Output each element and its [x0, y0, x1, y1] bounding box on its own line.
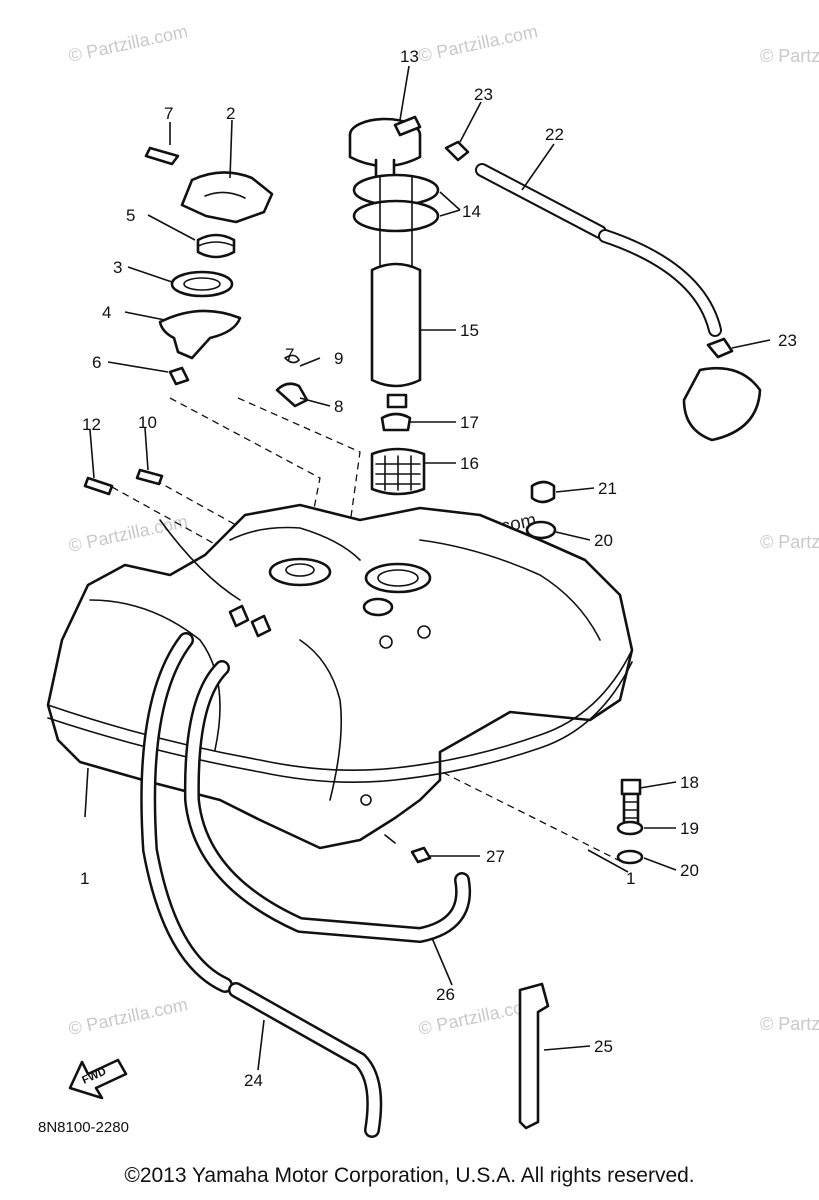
callout-15: 15 [460, 321, 479, 340]
callout-10: 10 [138, 413, 157, 432]
callout-3: 3 [113, 258, 122, 277]
watermark: © Partzilla.com [760, 532, 819, 552]
callout-4: 4 [102, 303, 111, 322]
drawing-code: 8N8100-2280 [38, 1119, 129, 1136]
callout-7b: 7 [285, 345, 294, 364]
hose-parts [140, 140, 762, 1138]
callout-numbers: 7 2 5 3 4 6 12 10 1 1 13 23 22 14 23 15 … [80, 47, 797, 1090]
callout-25: 25 [594, 1037, 613, 1056]
watermark: © Partzilla.com [760, 1014, 819, 1034]
part-2-cap [180, 171, 274, 224]
fuel-cap-assembly [144, 146, 274, 386]
part-23-clamp-bottom [706, 337, 734, 359]
part-25-strap [518, 982, 550, 1130]
watermark: © Partzilla.com [760, 46, 819, 66]
callout-18: 18 [680, 773, 699, 792]
part-19-washer [616, 820, 644, 836]
callout-21: 21 [598, 479, 617, 498]
part-18-bolt-head [620, 778, 642, 796]
part-12-bolt [83, 476, 114, 496]
fwd-arrow: FWD [68, 1058, 128, 1100]
callout-8: 8 [334, 397, 343, 416]
callout-20: 20 [594, 531, 613, 550]
callout-23: 23 [474, 85, 493, 104]
copyright-notice: ©2013 Yamaha Motor Corporation, U.S.A. A… [124, 1164, 695, 1187]
part-4-holder [158, 309, 242, 360]
callout-17: 17 [460, 413, 479, 432]
callout-24: 24 [244, 1071, 263, 1090]
callout-9: 9 [334, 349, 343, 368]
part-5-spring [196, 233, 236, 259]
callout-1: 1 [80, 869, 89, 888]
callout-16: 16 [460, 454, 479, 473]
part-6-clip [168, 366, 190, 386]
watermark: © Partzilla.com [67, 994, 190, 1039]
callout-20b: 20 [680, 861, 699, 880]
callout-19: 19 [680, 819, 699, 838]
part-7-key [144, 146, 180, 166]
part-3-gasket [170, 270, 234, 298]
fuel-tank [46, 503, 634, 850]
callout-1b: 1 [626, 869, 635, 888]
callout-22: 22 [545, 125, 564, 144]
part-20-top [525, 520, 557, 540]
fuel-pump-assembly [275, 115, 440, 496]
fastener-parts [83, 468, 644, 865]
part-10-bolt [135, 468, 164, 486]
callout-6: 6 [92, 353, 101, 372]
part-20-bottom [616, 849, 644, 865]
callout-14: 14 [462, 202, 481, 221]
callout-7: 7 [164, 104, 173, 123]
callout-23b: 23 [778, 331, 797, 350]
callout-27: 27 [486, 847, 505, 866]
watermark: © Partzilla.com [67, 21, 190, 66]
callout-2: 2 [226, 104, 235, 123]
part-8-bracket [275, 382, 309, 408]
leader-lines [84, 65, 771, 1071]
part-27-clamp [410, 846, 432, 864]
callout-13: 13 [400, 47, 419, 66]
callout-5: 5 [126, 206, 135, 225]
part-23-clamp-top [444, 140, 470, 162]
watermark: © Partzilla.com [417, 21, 540, 66]
part-21 [530, 480, 556, 504]
callout-26: 26 [436, 985, 455, 1004]
callout-12: 12 [82, 415, 101, 434]
